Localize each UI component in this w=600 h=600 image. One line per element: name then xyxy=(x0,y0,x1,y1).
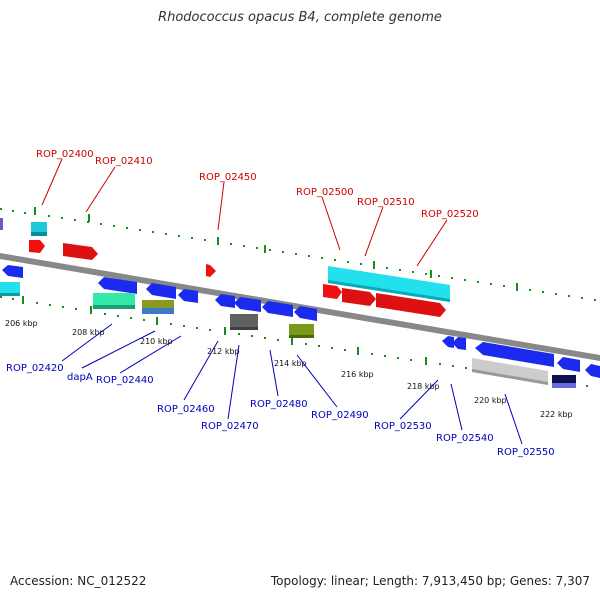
tick-label: 222 kbp xyxy=(540,410,573,419)
tick-label: 220 kbp xyxy=(474,396,507,405)
gene-label: ROP_02400 xyxy=(36,149,94,160)
gene-label: ROP_02450 xyxy=(199,172,257,183)
gene-label: ROP_02460 xyxy=(157,404,215,415)
gene-label: ROP_02500 xyxy=(296,187,354,198)
kbp-scale: 206 kbp 208 kbp 210 kbp 212 kbp 214 kbp … xyxy=(5,319,573,419)
top-leader-lines xyxy=(41,158,448,267)
forward-features xyxy=(0,218,450,317)
gene-label: ROP_02520 xyxy=(421,209,479,220)
genome-summary-text: Topology: linear; Length: 7,913,450 bp; … xyxy=(270,574,590,588)
tick-label: 214 kbp xyxy=(274,359,307,368)
gene-label: ROP_02550 xyxy=(497,447,555,458)
gene-label: ROP_02440 xyxy=(96,375,154,386)
tick-label: 208 kbp xyxy=(72,328,105,337)
outer-dotted-ring xyxy=(0,207,596,301)
top-gene-labels: ROP_02400 ROP_02410 ROP_02450 ROP_02500 … xyxy=(36,149,479,220)
bottom-leader-lines xyxy=(61,323,523,445)
tick-label: 206 kbp xyxy=(5,319,38,328)
gene-label: ROP_02410 xyxy=(95,156,153,167)
gene-label: ROP_02470 xyxy=(201,421,259,432)
gene-label: ROP_02510 xyxy=(357,197,415,208)
bottom-gene-labels: ROP_02420 dapA ROP_02440 ROP_02460 ROP_0… xyxy=(6,363,555,458)
gene-label: ROP_02480 xyxy=(250,399,308,410)
gene-label: ROP_02420 xyxy=(6,363,64,374)
gene-label: dapA xyxy=(67,372,93,383)
gene-label: ROP_02530 xyxy=(374,421,432,432)
map-title: Rhodococcus opacus B4, complete genome xyxy=(158,10,442,25)
tick-label: 218 kbp xyxy=(407,382,440,391)
reverse-features xyxy=(0,265,600,388)
gene-label: ROP_02490 xyxy=(311,410,369,421)
tick-label: 212 kbp xyxy=(207,347,240,356)
tick-label: 216 kbp xyxy=(341,370,374,379)
accession-text: Accession: NC_012522 xyxy=(10,574,147,588)
tick-label: 210 kbp xyxy=(140,337,173,346)
gene-label: ROP_02540 xyxy=(436,433,494,444)
